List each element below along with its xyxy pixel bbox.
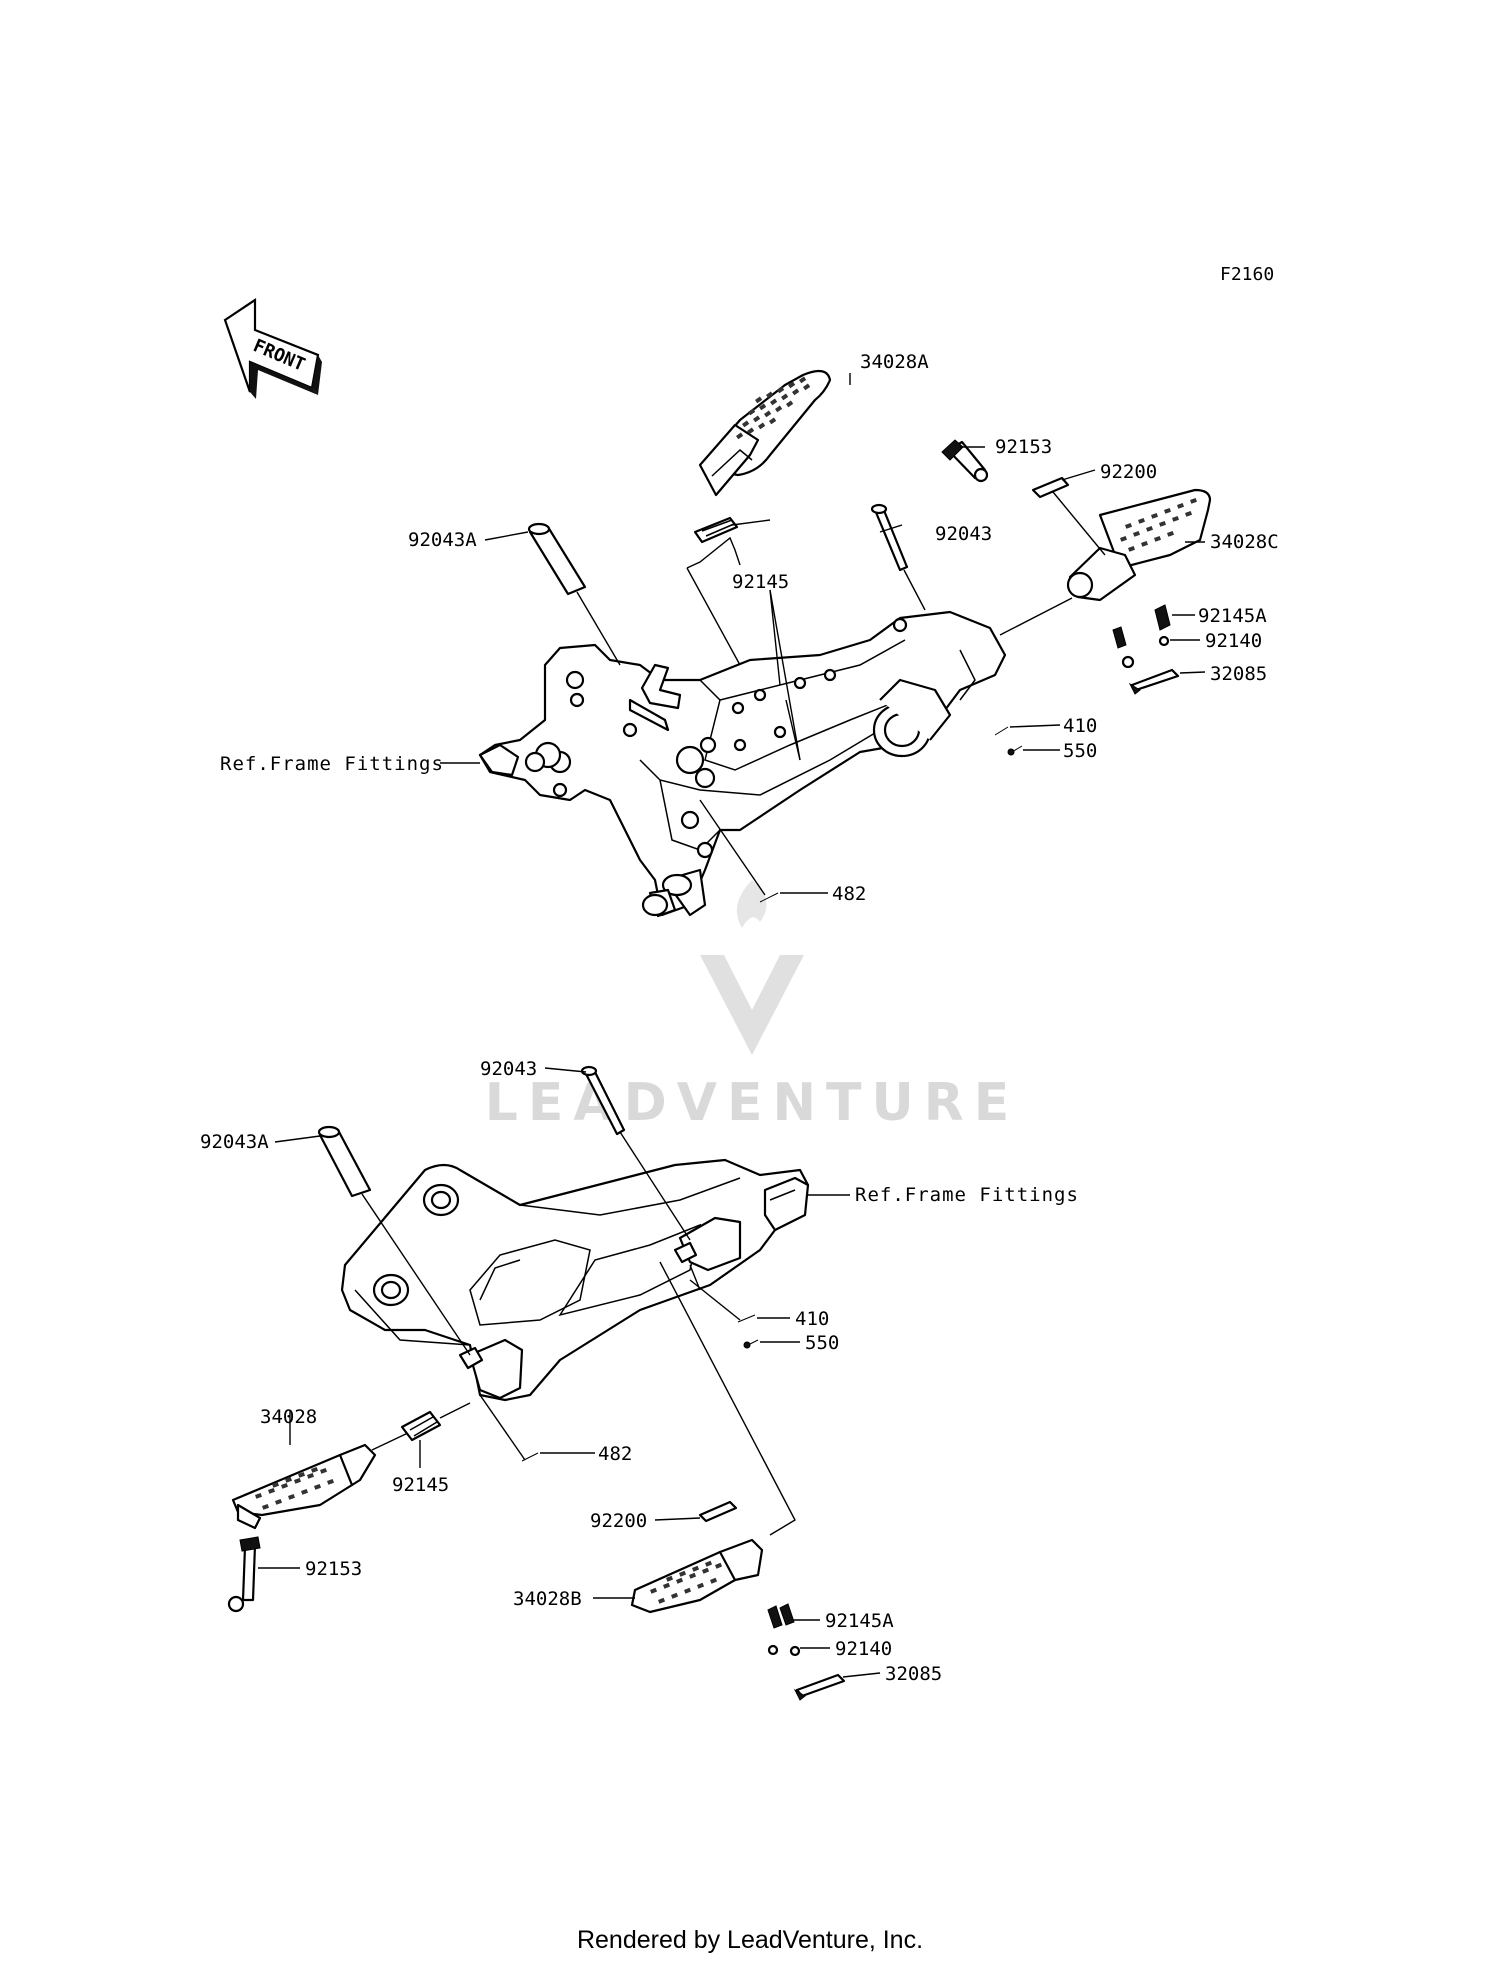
- callout-550: 550: [1063, 740, 1097, 762]
- callout-92043: 92043: [935, 523, 992, 545]
- watermark-text: LEADVENTURE: [485, 1073, 1020, 1133]
- callout-92043a-lower: 92043A: [200, 1131, 269, 1153]
- pin-92043: [870, 503, 926, 611]
- upper-leader-lines: [440, 373, 1206, 896]
- lower-bracket: [340, 1158, 810, 1402]
- callout-92153: 92153: [995, 436, 1052, 458]
- bolt-92153-lower: [227, 1536, 261, 1613]
- callout-92145: 92145: [732, 571, 789, 593]
- ref-frame-fittings-upper: Ref.Frame Fittings: [220, 753, 444, 775]
- plate-92200: [1031, 476, 1070, 499]
- callout-92145-lower: 92145: [392, 1474, 449, 1496]
- callout-92140-lower: 92140: [835, 1638, 892, 1660]
- plate-92200-lower: [698, 1500, 738, 1523]
- bolt-92153: [941, 439, 989, 483]
- spring-92145-lower: [400, 1402, 471, 1442]
- callout-410: 410: [1063, 715, 1097, 737]
- pin-92043a: [527, 522, 621, 666]
- diagram-code: F2160: [1220, 264, 1274, 285]
- callout-92200-lower: 92200: [590, 1510, 647, 1532]
- callout-32085-lower: 32085: [885, 1663, 942, 1685]
- callout-92043a: 92043A: [408, 529, 477, 551]
- callout-482: 482: [832, 883, 866, 905]
- upper-footpeg-assembly: 34028A 92153 92200 92043A 92043 34028C 9…: [220, 351, 1279, 918]
- callout-550-lower: 550: [805, 1332, 839, 1354]
- spring-92145: [693, 516, 739, 544]
- callout-410-lower: 410: [795, 1308, 829, 1330]
- callout-92043-lower: 92043: [480, 1058, 537, 1080]
- front-arrow-icon: FRONT: [223, 297, 322, 399]
- pin-92043a-lower: [317, 1125, 471, 1356]
- callout-92153-lower: 92153: [305, 1558, 362, 1580]
- callout-32085: 32085: [1210, 663, 1267, 685]
- lower-leader-lines: [258, 1067, 881, 1678]
- callout-34028b: 34028B: [513, 1588, 582, 1610]
- callout-34028a: 34028A: [860, 351, 929, 373]
- callout-92200: 92200: [1100, 461, 1157, 483]
- small-parts-lower: [521, 1314, 846, 1701]
- footpeg-34028b: [630, 1538, 764, 1614]
- footpeg-34028c: [999, 488, 1212, 636]
- ref-frame-fittings-lower: Ref.Frame Fittings: [855, 1184, 1079, 1206]
- leadventure-watermark: LEADVENTURE: [485, 880, 1020, 1133]
- lower-footpeg-assembly: 92043 92043A Ref.Frame Fittings 410 550 …: [200, 1058, 1079, 1701]
- callout-34028: 34028: [260, 1406, 317, 1428]
- upper-bracket: [478, 610, 1007, 918]
- footer-credit: Rendered by LeadVenture, Inc.: [577, 1926, 923, 1954]
- callout-482-lower: 482: [598, 1443, 632, 1465]
- callout-92145a-lower: 92145A: [825, 1610, 894, 1632]
- callout-92145a: 92145A: [1198, 605, 1267, 627]
- footpeg-34028a: [698, 369, 832, 497]
- pin-92043-lower: [580, 1065, 691, 1241]
- small-parts-upper: [759, 604, 1180, 903]
- callout-92140: 92140: [1205, 630, 1262, 652]
- callout-34028c: 34028C: [1210, 531, 1279, 553]
- footpeg-34028: [231, 1431, 411, 1530]
